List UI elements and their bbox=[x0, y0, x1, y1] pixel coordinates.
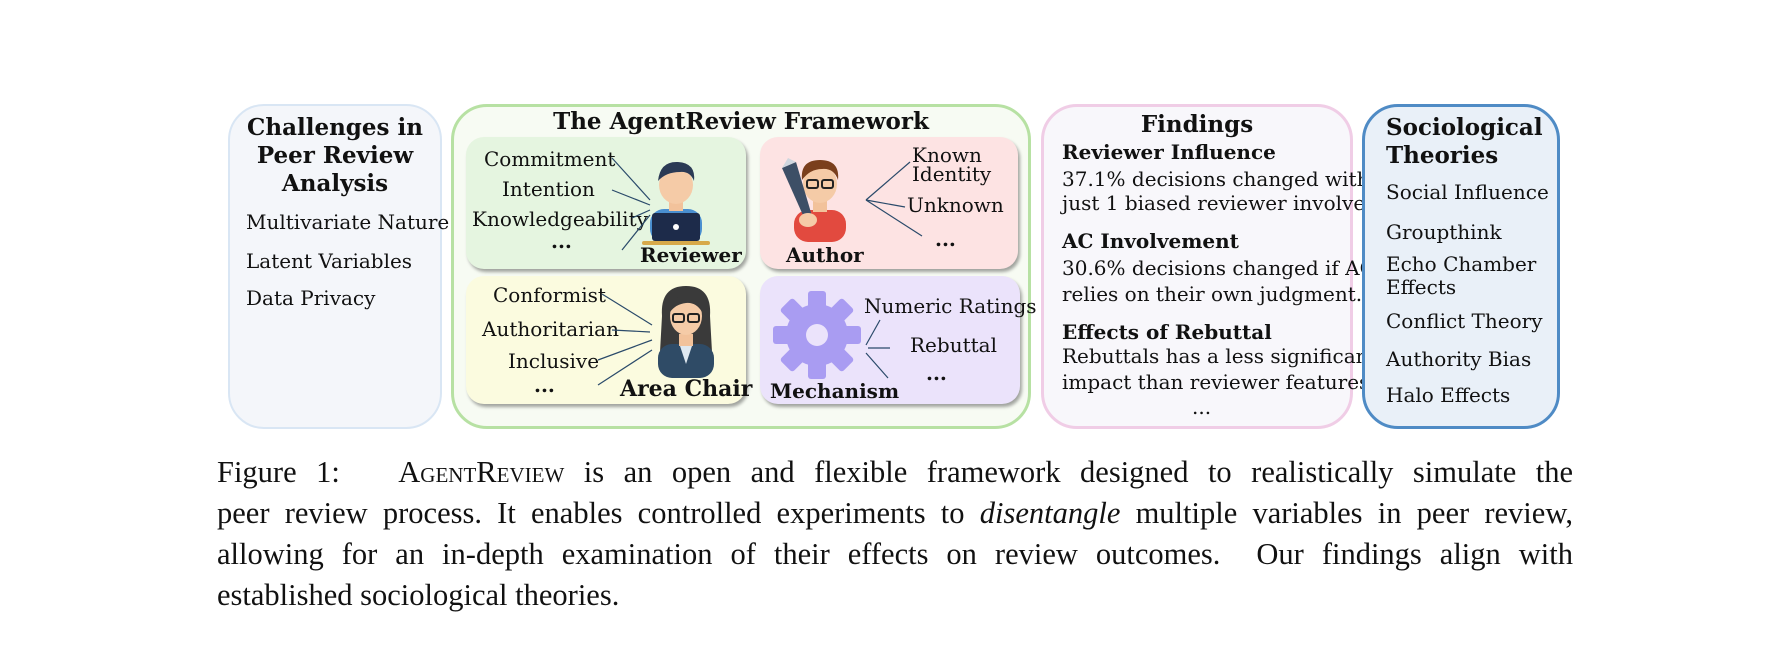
theory-item: Conflict Theory bbox=[1386, 309, 1543, 333]
findings-panel bbox=[1041, 104, 1353, 429]
author-trait: Unknown bbox=[907, 193, 1004, 217]
area-chair-label: Area Chair bbox=[620, 376, 753, 402]
finding-text: impact than reviewer features. bbox=[1062, 370, 1376, 394]
challenge-item: Data Privacy bbox=[246, 286, 376, 310]
theories-title-line: Sociological bbox=[1386, 114, 1543, 141]
caption-text: allowing for an in-depth examination of … bbox=[217, 537, 1573, 571]
mechanism-trait: Rebuttal bbox=[910, 333, 997, 357]
reviewer-trait-ellipsis: ... bbox=[551, 229, 572, 253]
reviewer-avatar-icon bbox=[642, 161, 710, 245]
gear-icon bbox=[773, 291, 861, 379]
mechanism-trait: Numeric Ratings bbox=[864, 294, 1037, 318]
caption-text: established sociological theories. bbox=[217, 578, 620, 612]
challenges-title-line: Peer Review bbox=[256, 142, 414, 169]
figure-caption: Figure 1: AgentReview is an open and fle… bbox=[217, 452, 1573, 616]
findings-ellipsis: ... bbox=[1192, 395, 1212, 419]
caption-line: allowing for an in-depth examination of … bbox=[217, 534, 1573, 575]
author-trait: Known bbox=[912, 143, 982, 167]
area-chair-trait-ellipsis: ... bbox=[534, 373, 555, 397]
author-trait: Identity bbox=[912, 162, 992, 186]
framework-title: The AgentReview Framework bbox=[553, 108, 929, 135]
finding-text: 37.1% decisions changed with bbox=[1062, 167, 1370, 191]
theory-item: Authority Bias bbox=[1386, 347, 1532, 371]
mechanism-trait-ellipsis: ... bbox=[926, 361, 947, 385]
author-trait-ellipsis: ... bbox=[935, 227, 956, 251]
reviewer-card bbox=[466, 137, 746, 269]
caption-line: peer review process. It enables controll… bbox=[217, 493, 1573, 534]
area-chair-trait: Inclusive bbox=[508, 349, 600, 373]
challenges-panel bbox=[228, 104, 442, 429]
author-avatar-icon bbox=[782, 158, 846, 242]
finding-heading: AC Involvement bbox=[1062, 229, 1239, 253]
challenges-title: Challenges in Peer Review Analysis bbox=[232, 114, 438, 198]
findings-title: Findings bbox=[1140, 111, 1254, 138]
finding-text: 30.6% decisions changed if ACs bbox=[1062, 256, 1386, 280]
challenges-title-line: Challenges in bbox=[247, 114, 423, 141]
theory-item: Groupthink bbox=[1386, 220, 1502, 244]
area-chair-trait: Authoritarian bbox=[482, 317, 619, 341]
area-chair-trait: Conformist bbox=[493, 283, 606, 307]
reviewer-label: Reviewer bbox=[640, 243, 742, 267]
caption-emphasis: disentangle bbox=[979, 496, 1121, 530]
reviewer-trait: Knowledgeability bbox=[472, 207, 648, 231]
challenge-item: Latent Variables bbox=[246, 249, 413, 273]
caption-line: established sociological theories. bbox=[217, 575, 1573, 616]
theory-item: Effects bbox=[1386, 275, 1457, 299]
challenge-item: Multivariate Nature bbox=[246, 210, 450, 234]
finding-heading: Effects of Rebuttal bbox=[1062, 320, 1272, 344]
theories-title-line: Theories bbox=[1386, 142, 1499, 169]
author-label: Author bbox=[786, 243, 864, 267]
finding-text: Rebuttals has a less significant bbox=[1062, 344, 1377, 368]
caption-line: Figure 1: AgentReview is an open and fle… bbox=[217, 452, 1573, 493]
theories-panel bbox=[1362, 104, 1560, 429]
theory-item: Social Influence bbox=[1386, 180, 1549, 204]
caption-framework-name: AgentReview bbox=[398, 455, 565, 489]
caption-text: Figure 1: bbox=[217, 455, 399, 489]
theories-title: Sociological Theories bbox=[1386, 114, 1543, 170]
area-chair-avatar-icon bbox=[658, 286, 714, 378]
reviewer-trait: Commitment bbox=[484, 147, 616, 171]
finding-text: just 1 biased reviewer involved. bbox=[1062, 191, 1385, 215]
theory-item: Halo Effects bbox=[1386, 383, 1511, 407]
challenges-title-line: Analysis bbox=[281, 170, 389, 197]
finding-heading: Reviewer Influence bbox=[1062, 140, 1276, 164]
mechanism-label: Mechanism bbox=[770, 379, 900, 403]
caption-text: peer review process. It enables controll… bbox=[217, 496, 980, 530]
caption-text: is an open and flexible framework design… bbox=[564, 455, 1573, 489]
reviewer-trait: Intention bbox=[502, 177, 595, 201]
caption-text: multiple variables in peer review, bbox=[1120, 496, 1573, 530]
finding-text: relies on their own judgment. bbox=[1062, 282, 1363, 306]
theory-item: Echo Chamber bbox=[1386, 252, 1537, 276]
